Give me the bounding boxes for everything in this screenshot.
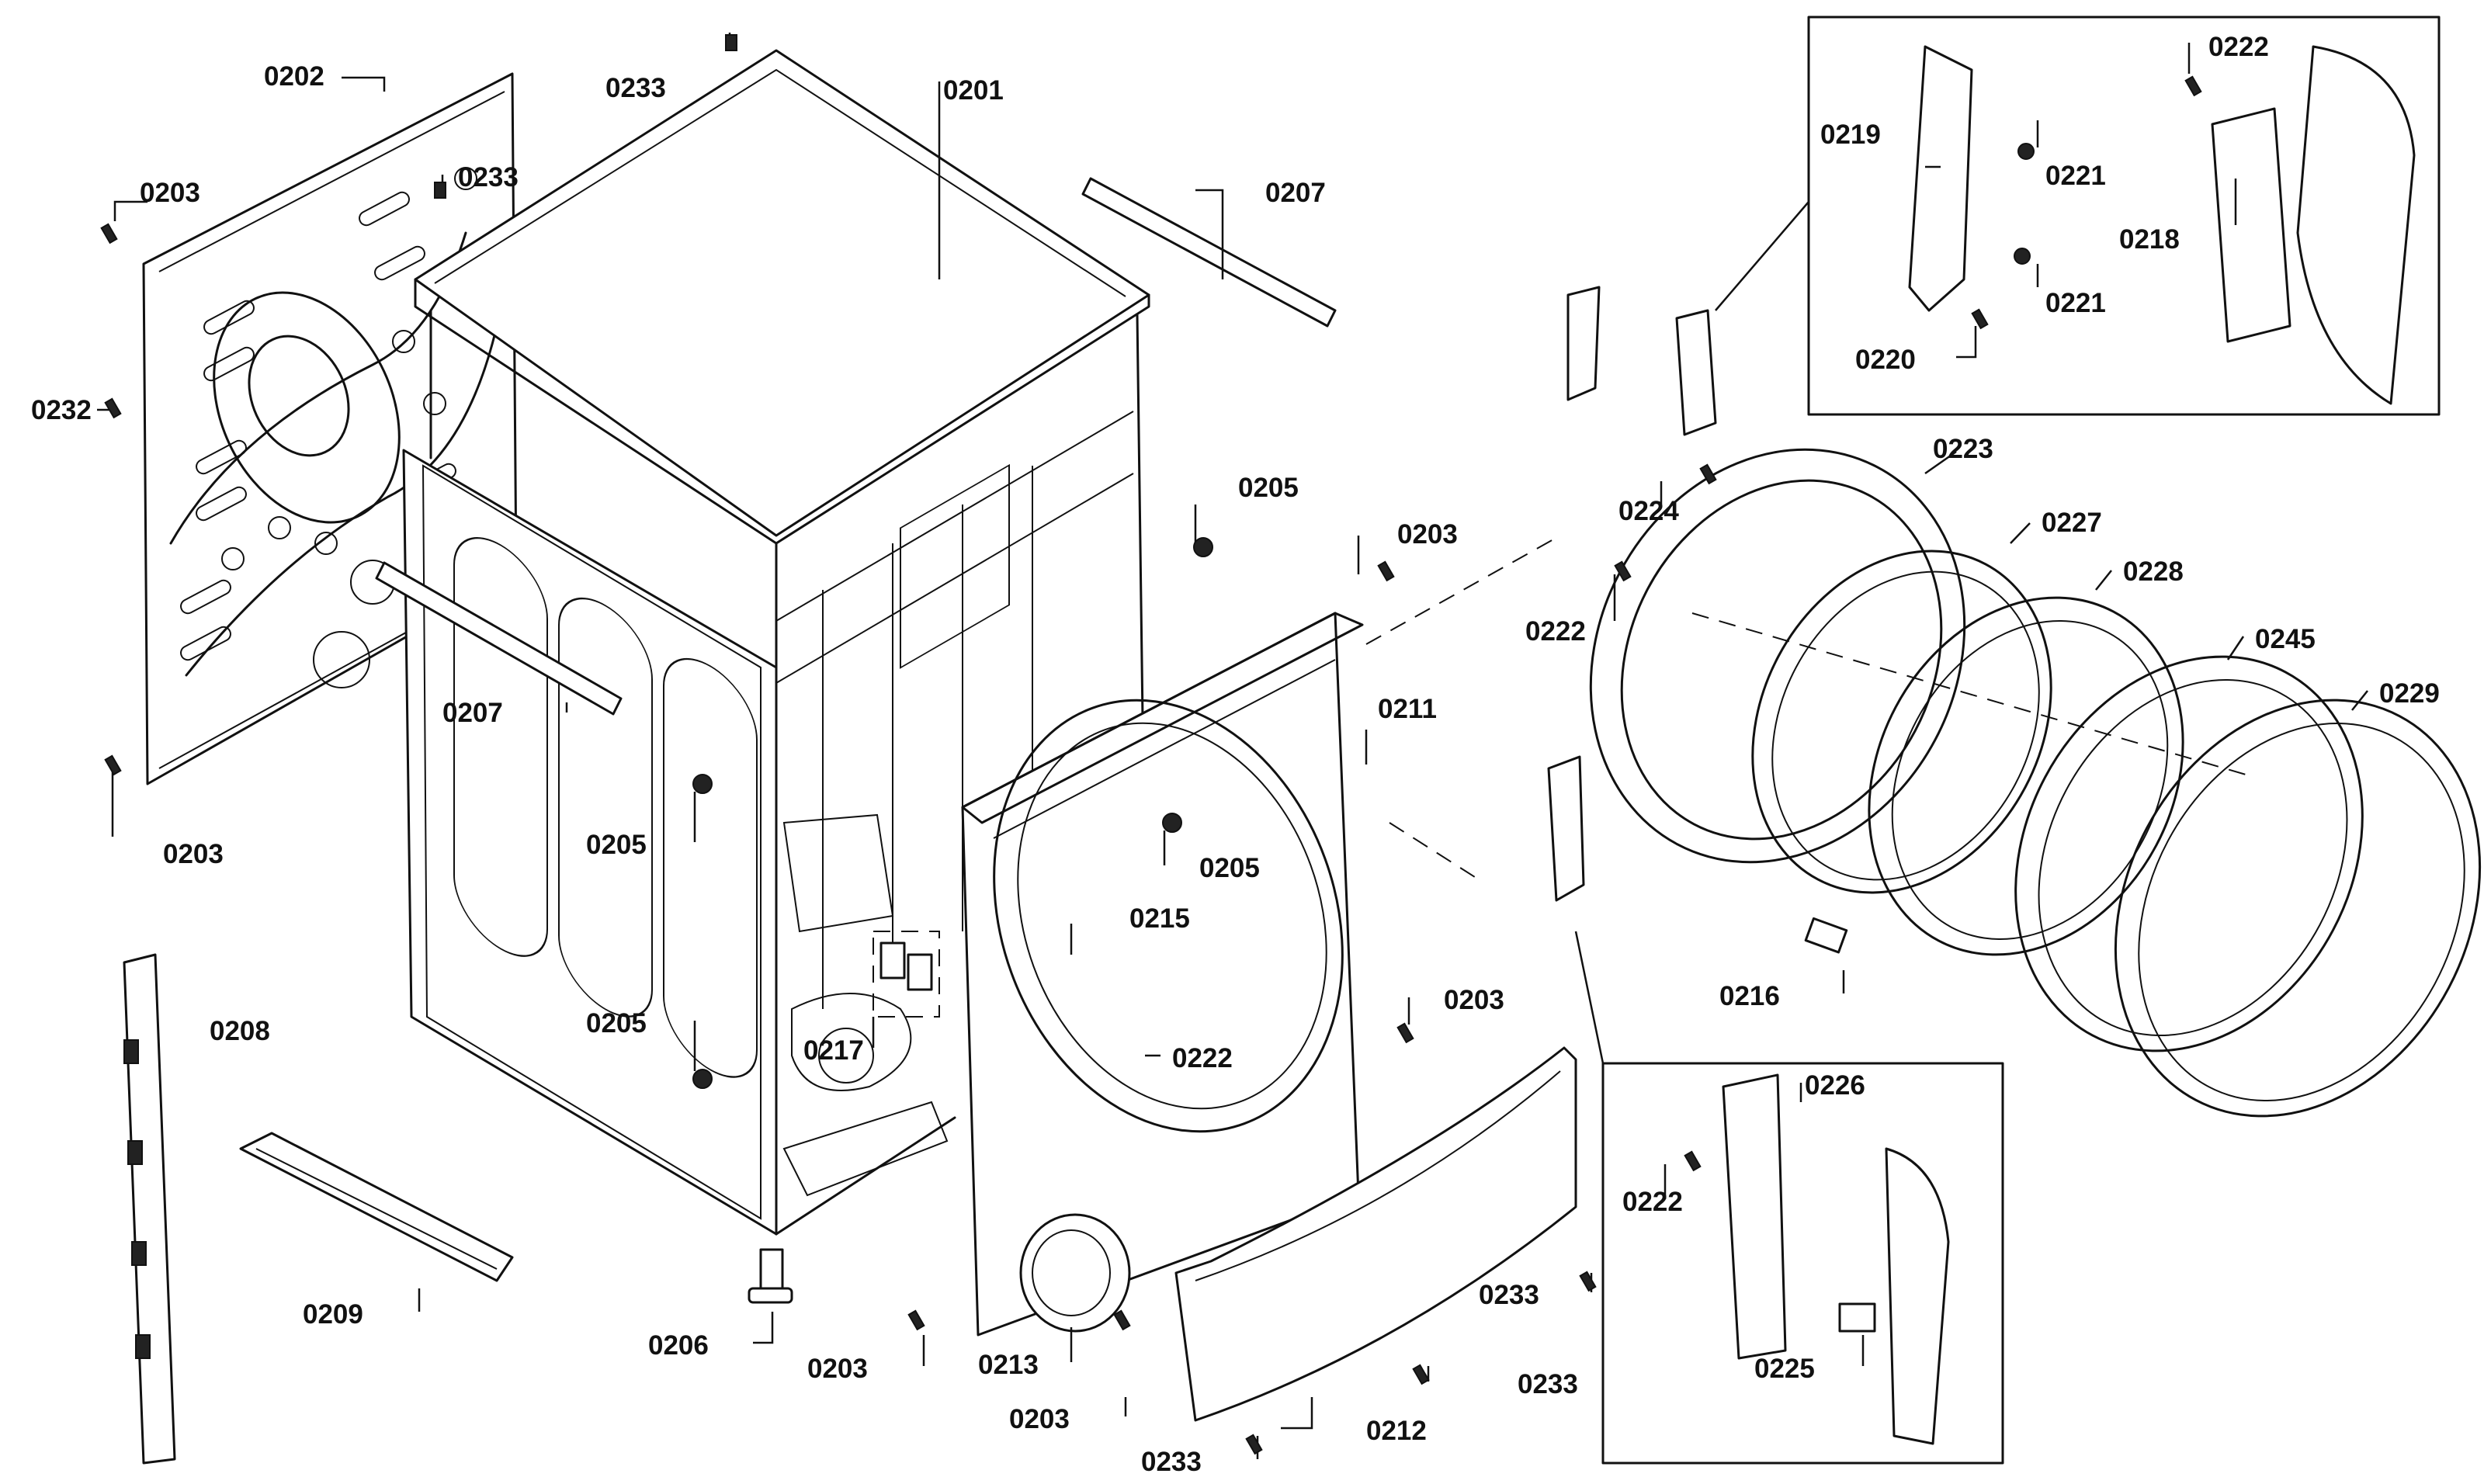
callout-0203: 0203 [163,839,224,869]
alignment-lines [1365,535,2252,878]
callout-0205: 0205 [1199,853,1260,883]
callout-0221: 0221 [2045,288,2106,318]
lock-detail [1574,931,2004,1465]
callout-0206: 0206 [648,1330,709,1361]
callout-0207: 0207 [442,698,503,728]
callout-0205: 0205 [586,830,647,860]
callout-0220: 0220 [1855,345,1916,375]
callout-0203: 0203 [807,1354,868,1384]
callout-0201: 0201 [943,75,1004,106]
callout-0222: 0222 [2208,32,2269,62]
callout-0213: 0213 [978,1350,1039,1380]
callout-0211: 0211 [1378,694,1437,724]
callout-0209: 0209 [303,1299,363,1330]
callout-0245: 0245 [2255,624,2316,654]
callout-0205: 0205 [586,1008,647,1038]
callout-0218: 0218 [2119,224,2180,255]
callout-0229: 0229 [2379,678,2440,709]
screws [100,34,2202,1455]
callout-0233: 0233 [605,73,666,103]
callout-0232: 0232 [31,395,92,425]
callout-0219: 0219 [1820,120,1881,150]
callout-0202: 0202 [264,61,324,92]
callout-0225: 0225 [1754,1354,1815,1384]
callout-0205: 0205 [1238,473,1299,503]
callout-0203: 0203 [1397,519,1458,550]
hinge-detail [1566,16,2441,436]
leveling-leg [748,1248,793,1304]
callout-0226: 0226 [1805,1070,1865,1101]
callout-0221: 0221 [2045,161,2106,191]
cabinet [414,49,1150,1236]
callout-0227: 0227 [2042,508,2102,538]
callout-0212: 0212 [1366,1416,1427,1446]
callout-0203: 0203 [1009,1404,1070,1434]
callout-0208: 0208 [210,1016,270,1046]
callout-0222: 0222 [1172,1043,1233,1073]
callout-0217: 0217 [803,1035,864,1066]
callout-0233: 0233 [458,162,519,192]
callout-0222: 0222 [1622,1187,1683,1217]
callout-0228: 0228 [2123,556,2184,587]
callout-0233: 0233 [1479,1280,1539,1310]
bottom-rail [239,1132,514,1282]
callout-0222: 0222 [1525,616,1586,647]
callout-0203: 0203 [140,178,200,208]
callout-labels: 0202 0233 0201 0233 0203 0207 0232 0205 … [31,32,2440,1477]
callout-0216: 0216 [1719,981,1780,1011]
callout-0223: 0223 [1933,434,1993,464]
callout-0207: 0207 [1265,178,1326,208]
front-panel [961,612,1364,1337]
rear-brackets [375,177,1337,716]
callout-0233: 0233 [1518,1369,1578,1399]
kick-plate [1174,1046,1577,1422]
callout-0224: 0224 [1618,496,1679,526]
callout-0215: 0215 [1129,903,1190,934]
callout-0203: 0203 [1444,985,1504,1015]
side-strip [123,953,176,1465]
callout-0233: 0233 [1141,1447,1202,1477]
